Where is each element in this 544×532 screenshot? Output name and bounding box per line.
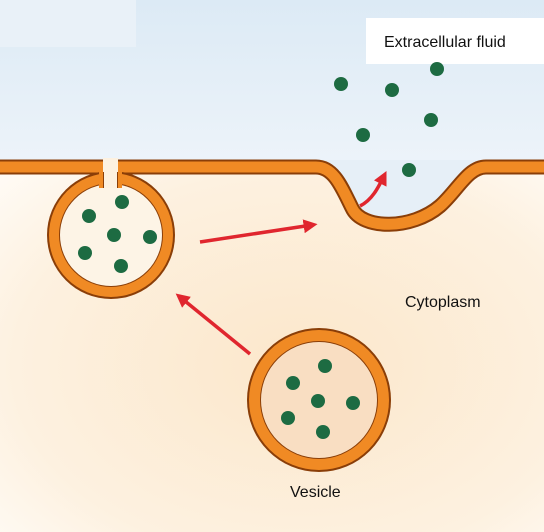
molecule bbox=[334, 77, 348, 91]
cytoplasm-label: Cytoplasm bbox=[405, 294, 481, 311]
molecule bbox=[316, 425, 330, 439]
plasma-membrane bbox=[0, 159, 544, 232]
molecule bbox=[318, 359, 332, 373]
molecule bbox=[430, 62, 444, 76]
released-molecules bbox=[334, 62, 444, 177]
molecule bbox=[424, 113, 438, 127]
molecule bbox=[107, 228, 121, 242]
top-left-panel bbox=[0, 0, 136, 47]
molecule bbox=[82, 209, 96, 223]
molecule bbox=[286, 376, 300, 390]
molecule bbox=[143, 230, 157, 244]
molecule bbox=[356, 128, 370, 142]
fusing-vesicle-molecules bbox=[78, 195, 157, 273]
molecule bbox=[281, 411, 295, 425]
molecule bbox=[402, 163, 416, 177]
molecule bbox=[385, 83, 399, 97]
molecule bbox=[115, 195, 129, 209]
extracellular-fluid-label: Extracellular fluid bbox=[384, 34, 506, 51]
molecule bbox=[311, 394, 325, 408]
vesicle-label: Vesicle bbox=[290, 484, 341, 501]
label-backdrop bbox=[366, 18, 544, 64]
arrow-fusion-to-release bbox=[199, 219, 318, 244]
free-vesicle-molecules bbox=[281, 359, 360, 439]
molecule bbox=[346, 396, 360, 410]
process-arrows bbox=[175, 170, 387, 356]
molecule bbox=[78, 246, 92, 260]
arrow-vesicle-to-membrane bbox=[175, 293, 252, 356]
molecule bbox=[114, 259, 128, 273]
arrow-release-curve bbox=[359, 170, 387, 208]
